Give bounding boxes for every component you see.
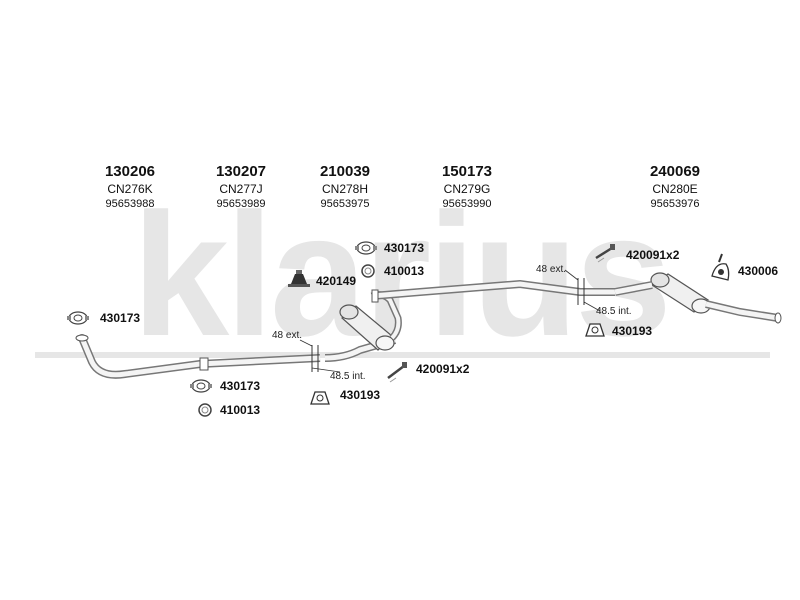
mount-icon xyxy=(585,323,605,337)
part-label-ring: 410013 xyxy=(220,403,261,417)
part-column-240069: 240069 CN280E 95653976 xyxy=(620,163,730,212)
oe-number: 95653976 xyxy=(650,198,700,210)
oe-number: 95653988 xyxy=(105,198,155,210)
part-column-150173: 150173 CN279G 95653990 xyxy=(412,163,522,212)
part-label-clamp: 430173 xyxy=(384,241,425,255)
part-number: 130207 xyxy=(215,163,267,180)
part-number: 150173 xyxy=(441,163,493,180)
clamp-icon xyxy=(355,241,377,255)
cn-code: CN278H xyxy=(321,182,369,196)
part-column-210039: 210039 CN278H 95653975 xyxy=(290,163,400,212)
centre-silencer xyxy=(339,304,395,351)
part-label-mount: 430193 xyxy=(612,324,653,338)
part-number: 240069 xyxy=(649,163,701,180)
part-label-hanger: 430006 xyxy=(738,264,779,278)
oe-number: 95653975 xyxy=(320,198,370,210)
part-label-clamp: 430173 xyxy=(100,311,141,325)
part-label-clamp: 430173 xyxy=(220,379,261,393)
part-label-ring: 410013 xyxy=(384,264,425,278)
part-column-130206: 130206 CN276K 95653988 xyxy=(75,163,185,212)
cn-code: CN277J xyxy=(219,182,263,196)
part-number: 210039 xyxy=(319,163,371,180)
part-label-bolt: 420091x2 xyxy=(416,362,470,376)
watermark-underline xyxy=(35,352,770,358)
rear-silencer xyxy=(650,272,711,314)
bolt-icon xyxy=(595,244,615,263)
part-column-130207: 130207 CN277J 95653989 xyxy=(186,163,296,212)
oe-number: 95653990 xyxy=(442,198,492,210)
rubber-hanger-icon xyxy=(288,270,310,287)
watermark-logo: klarius xyxy=(132,178,668,373)
front-pipe-flange xyxy=(75,334,89,342)
note-int-left: 48.5 int. xyxy=(330,371,366,382)
note-int-right: 48.5 int. xyxy=(596,306,632,317)
clamp-icon xyxy=(67,311,89,325)
hanger-icon xyxy=(711,253,730,281)
part-label-hanger: 420149 xyxy=(316,274,357,288)
oe-number: 95653989 xyxy=(216,198,266,210)
cn-code: CN276K xyxy=(107,182,153,196)
cn-code: CN279G xyxy=(443,182,491,196)
clamp-icon xyxy=(190,379,212,393)
note-ext-right: 48 ext. xyxy=(536,264,567,275)
note-ext-left: 48 ext. xyxy=(272,330,303,341)
bolt-icon xyxy=(387,362,407,383)
part-label-mount: 430193 xyxy=(340,388,381,402)
cn-code: CN280E xyxy=(652,182,698,196)
part-number: 130206 xyxy=(104,163,156,180)
part-label-bolt: 420091x2 xyxy=(626,248,680,262)
mount-icon xyxy=(310,391,330,405)
